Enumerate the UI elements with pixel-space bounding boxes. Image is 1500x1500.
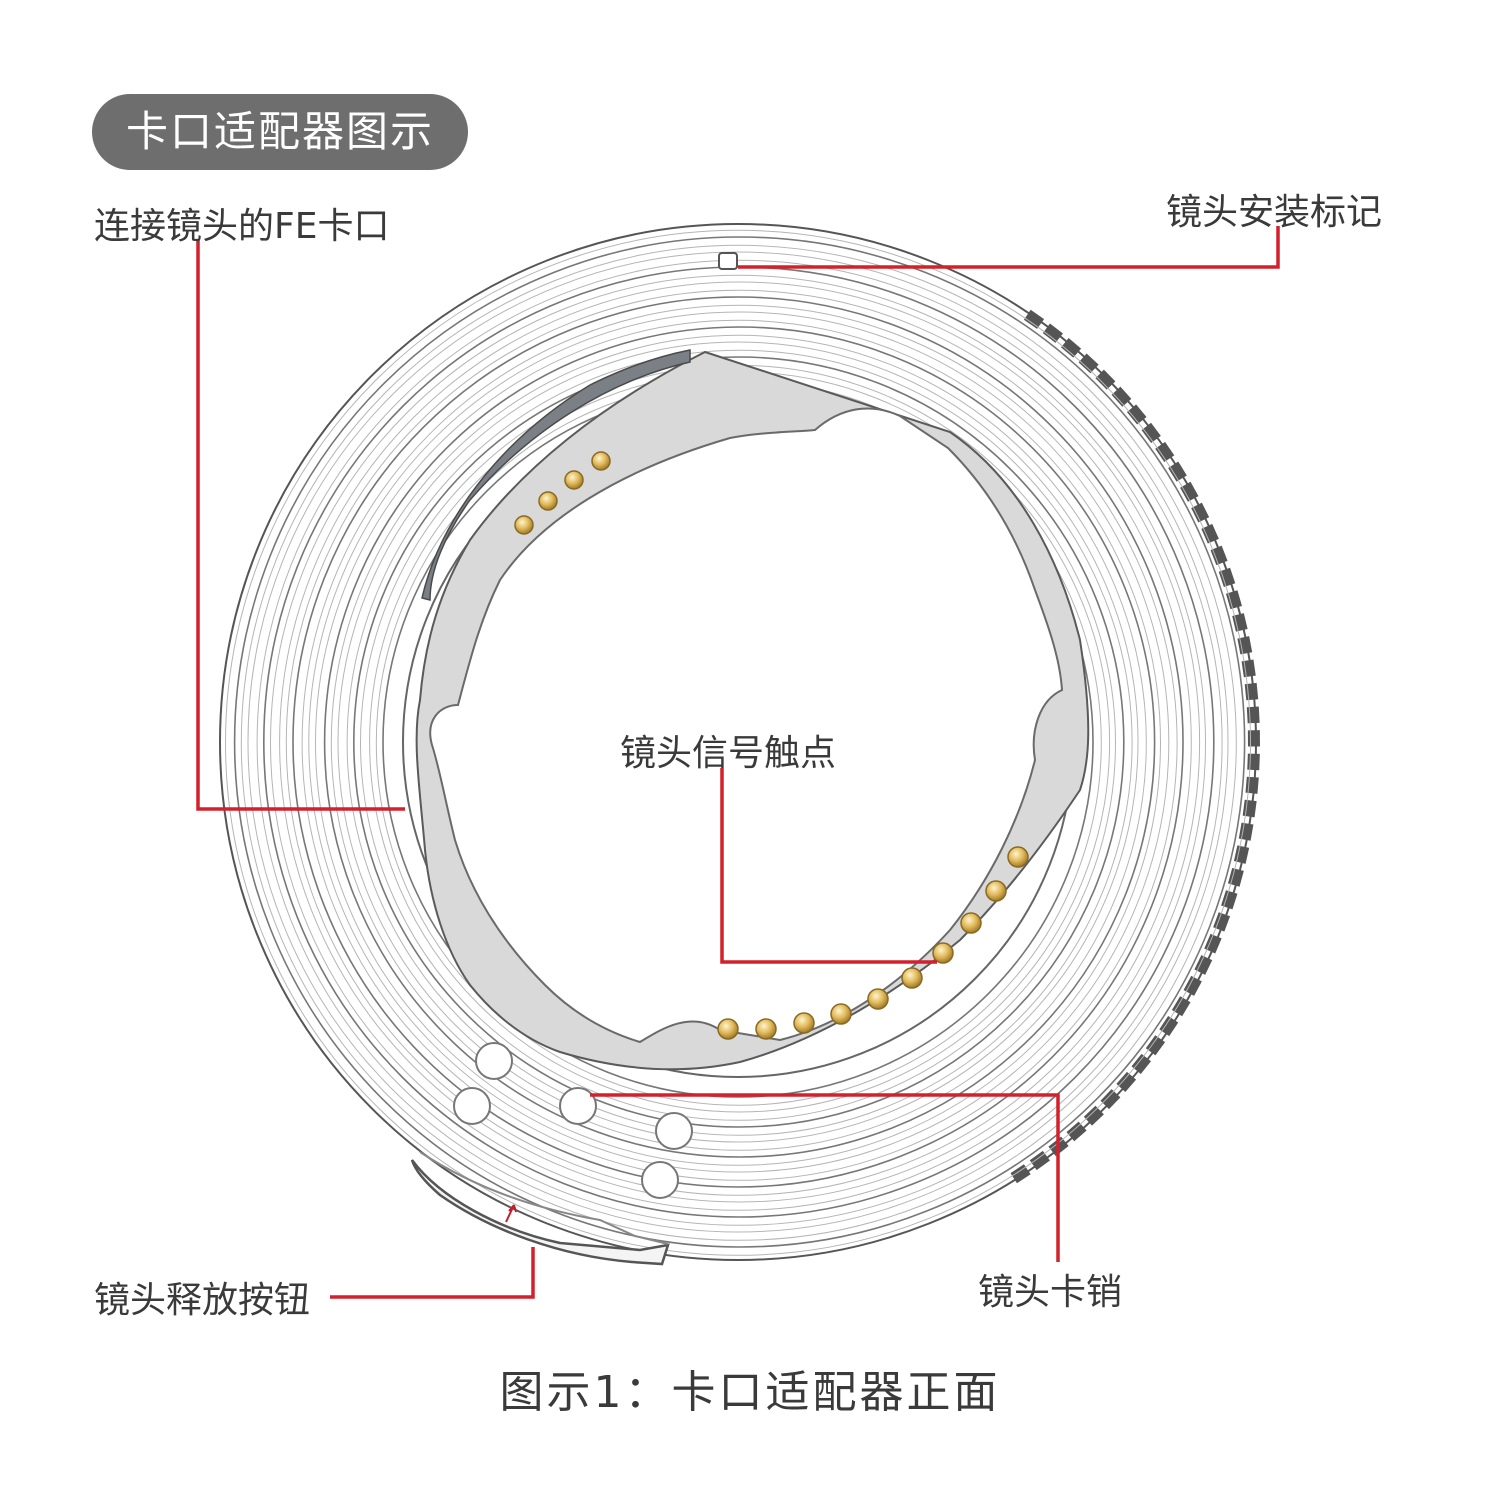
screw [475, 1042, 513, 1080]
callout-lines [196, 226, 1280, 1299]
ring-groove [233, 236, 1246, 1248]
knurl-tooth [1245, 776, 1259, 794]
ring-groove [240, 244, 1237, 1241]
label-lens-pin: 镜头卡销 [978, 1272, 1123, 1313]
ring-groove [315, 319, 1161, 1166]
contact [755, 1018, 777, 1040]
ring-groove [225, 229, 1251, 1256]
knurl-tooth [1111, 386, 1132, 407]
ring-groove [270, 274, 1206, 1211]
lens-pin [559, 1087, 597, 1125]
ring-groove [285, 289, 1192, 1196]
ring-groove [308, 311, 1170, 1173]
knurl-tooth [1145, 1035, 1166, 1056]
contact [564, 470, 584, 490]
lens-opening [429, 407, 1064, 1044]
label-fe-mount: 连接镜头的FE卡口 [94, 206, 390, 247]
ring-groove [330, 334, 1147, 1151]
knurl-tooth [1083, 1105, 1104, 1126]
knurl-tooth [1066, 1121, 1087, 1142]
knurl-tooth [1141, 422, 1161, 443]
signal-contacts-upper [514, 451, 611, 535]
contact [901, 967, 923, 989]
contact [717, 1018, 739, 1040]
ring-groove [247, 251, 1229, 1233]
screw [655, 1112, 693, 1150]
ring-groove [256, 259, 1223, 1226]
label-mount-mark: 镜头安装标记 [1166, 192, 1383, 233]
ring-groove [292, 296, 1184, 1188]
contact [1007, 846, 1029, 868]
knurl-tooth [1247, 730, 1260, 747]
contact [867, 988, 889, 1010]
knurl-tooth [1061, 338, 1082, 358]
contact [793, 1012, 815, 1034]
mount-mark [718, 252, 738, 270]
signal-contacts-lower [717, 846, 1029, 1040]
screws [453, 1042, 693, 1199]
inner-lip-shadow [421, 349, 691, 601]
knurl-tooth [1023, 309, 1045, 329]
contact [960, 912, 982, 934]
ring-groove [337, 341, 1139, 1143]
knurl-tooth [1095, 369, 1116, 390]
label-release-button: 镜头释放按钮 [94, 1280, 311, 1321]
arrow-icon [505, 1204, 517, 1223]
knurl-tooth [1042, 323, 1063, 343]
callout-release-button [330, 1247, 535, 1299]
screw [453, 1087, 491, 1125]
contact [514, 515, 534, 535]
label-signal-contacts: 镜头信号触点 [620, 733, 837, 774]
callout-fe-mount [196, 240, 405, 811]
callout-lens-pin [590, 1093, 1060, 1262]
knurl-tooth [1244, 682, 1259, 701]
contact [591, 451, 611, 471]
knurl-tooth [1029, 1150, 1050, 1171]
ring-groove [346, 349, 1133, 1136]
knurl-tooth [1242, 799, 1257, 818]
screw [641, 1161, 679, 1199]
release-button [410, 1159, 670, 1266]
ring-groove [323, 326, 1156, 1158]
ring-groove [279, 281, 1201, 1203]
knurl-tooth [1246, 706, 1260, 724]
callout-mount-mark [738, 226, 1280, 269]
figure-caption: 图示1：卡口适配器正面 [499, 1367, 1001, 1418]
contact [538, 491, 558, 511]
page-title: 卡口适配器图示 [92, 94, 468, 170]
contact [830, 1003, 852, 1025]
callout-signal-contacts [720, 768, 937, 964]
ring-groove [301, 304, 1178, 1181]
knurl-tooth [1100, 1089, 1121, 1110]
contact [932, 942, 954, 964]
knurl-tooth [1078, 353, 1099, 374]
release-button-edge [419, 1151, 669, 1245]
knurl-tooth [1247, 753, 1260, 771]
ring-outer-edge [219, 223, 1257, 1261]
knurl-tooth [1126, 404, 1147, 425]
knurl-tooth [1131, 1053, 1152, 1075]
ring-groove [352, 356, 1125, 1128]
contact [985, 880, 1007, 902]
knurl-tooth [1116, 1071, 1137, 1092]
